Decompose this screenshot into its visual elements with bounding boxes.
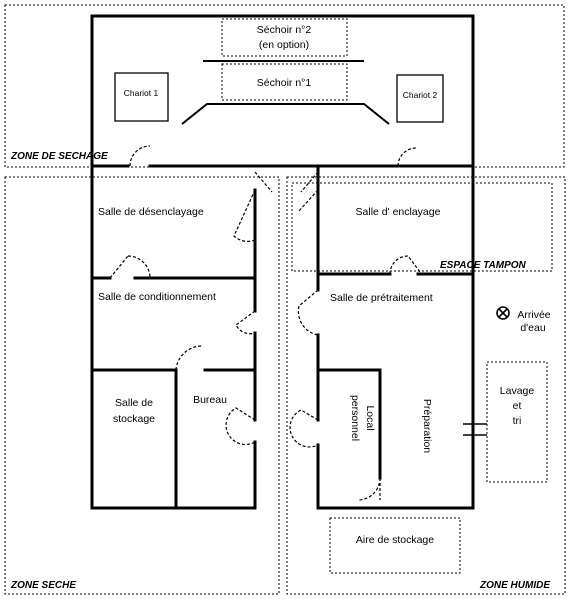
label-lavage-1: Lavage [500, 385, 535, 397]
label-enclayage: Salle d' enclayage [356, 206, 441, 218]
chariot-2-box [396, 74, 444, 123]
label-lavage-3: tri [513, 415, 522, 427]
door-pretraitement-left [297, 289, 319, 336]
label-bureau: Bureau [193, 394, 227, 406]
door-bureau-right [225, 407, 256, 446]
sechage-door-right [397, 147, 417, 167]
chariot-2-label: Chariot 2 [403, 90, 438, 100]
label-preparation: Préparation [421, 399, 433, 453]
zone-seche-boundary [4, 176, 280, 595]
zone-sechage-label: ZONE DE SECHAGE [10, 151, 108, 162]
door-bureau-top [175, 345, 203, 371]
label-local-2: personnel [349, 395, 361, 441]
sechoir-2-box [221, 18, 348, 57]
sechage-door-left [129, 145, 151, 167]
label-desenclayage: Salle de désenclayage [98, 206, 204, 218]
door-conditionnement [235, 310, 256, 335]
label-arrivee-2: d'eau [520, 322, 546, 334]
chariot-1-box [114, 72, 169, 122]
label-stockage-1: Salle de [115, 397, 153, 409]
label-stockage-2: stockage [113, 413, 155, 425]
sechoir-2-label-1: Séchoir n°2 [257, 24, 312, 36]
zone-humide-boundary [286, 176, 566, 595]
door-desenclayage-right [233, 189, 256, 242]
lavage-tri-box [486, 361, 548, 483]
sechoir-2-label-2: (en option) [259, 39, 309, 51]
label-pretraitement: Salle de prétraitement [330, 292, 433, 304]
door-desenclayage-bottom [109, 255, 151, 279]
door-enclayage-bottom [389, 255, 421, 275]
label-local-1: Local [364, 405, 376, 430]
wall-local-personnel [316, 368, 382, 480]
sechoir-1-box [221, 63, 348, 101]
corridor-door-top-left [254, 171, 273, 193]
corridor-door-top-right [300, 171, 319, 193]
label-lavage-2: et [513, 400, 522, 412]
sechoir-1-hood [181, 103, 390, 125]
label-aire-stockage: Aire de stockage [356, 534, 434, 546]
door-enclayage-left [297, 189, 319, 213]
label-arrivee-1: Arrivée [517, 309, 550, 321]
door-preparation-left [289, 409, 319, 448]
water-inlet-icon [496, 306, 510, 320]
zone-seche-label: ZONE SECHE [10, 580, 76, 591]
zone-humide-label: ZONE HUMIDE [479, 580, 550, 591]
espace-tampon-boundary [291, 182, 553, 272]
aire-stockage-box [329, 517, 461, 574]
espace-tampon-label: ESPACE TAMPON [440, 260, 527, 271]
label-conditionnement: Salle de conditionnement [98, 291, 216, 303]
door-local-personnel [357, 477, 381, 501]
sechoir-1-label: Séchoir n°1 [257, 77, 312, 89]
chariot-1-label: Chariot 1 [124, 88, 159, 98]
